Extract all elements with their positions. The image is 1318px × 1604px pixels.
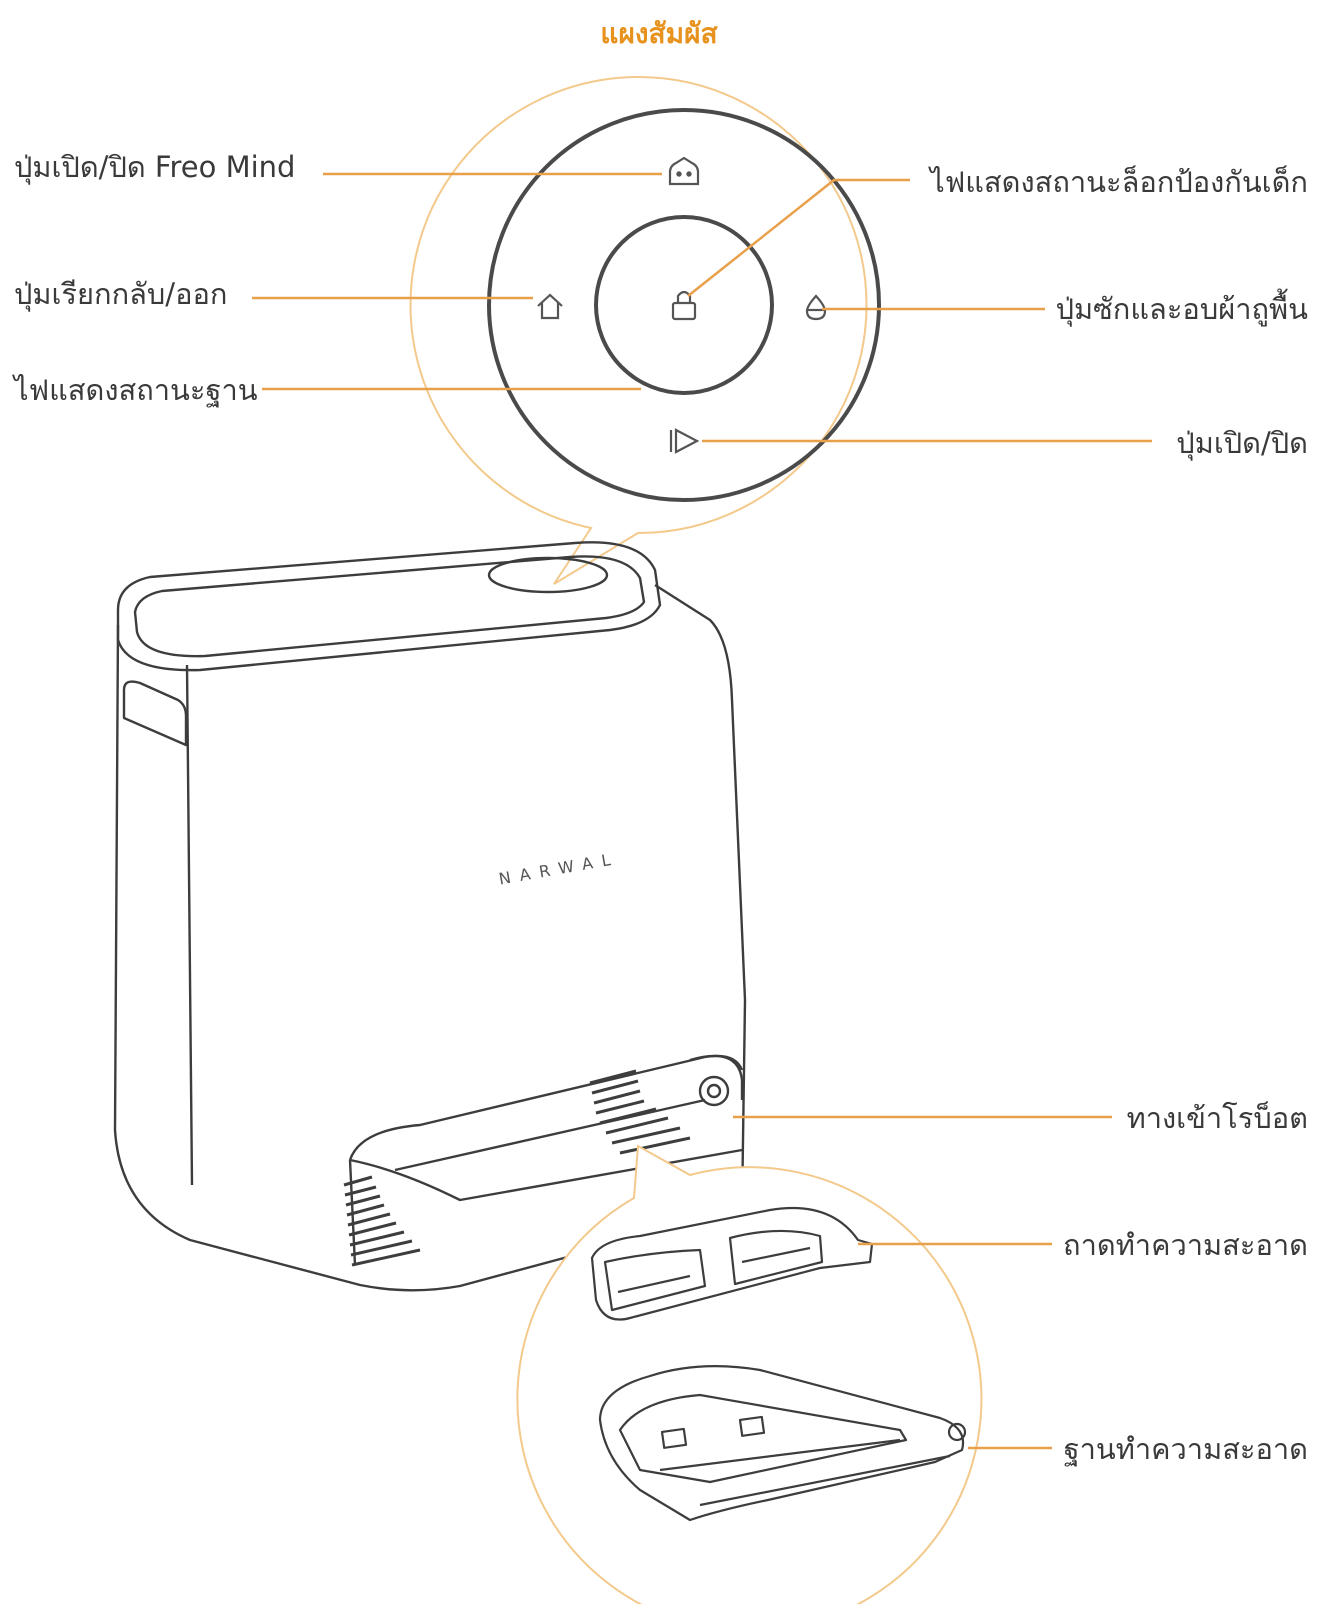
touch-panel-zoom-bubble [409,76,868,585]
home-icon [537,293,563,320]
vent-grille-left [343,1175,421,1267]
label-freo-mind-button: ปุ่มเปิด/ปิด Freo Mind [14,150,296,184]
vent-grille-right [589,1069,691,1155]
brand-logo-text: NARWAL [497,849,621,889]
label-child-lock-indicator: ไฟแสดงสถานะล็อกป้องกันเด็ก [930,165,1308,199]
label-recall-exit-button: ปุ่มเรียกกลับ/ออก [14,277,228,311]
station-callout-lines [733,1115,1112,1450]
label-robot-entrance: ทางเข้าโรบ็อต [1126,1101,1308,1135]
docking-station [113,541,747,1292]
cleaning-parts-zoom-bubble [516,1144,983,1604]
cleaning-tray [590,1206,874,1321]
label-cleaning-tray: ถาดทำความสะอาด [1063,1228,1308,1262]
mop-drop-icon [805,294,827,321]
cleaning-base [598,1365,967,1522]
page-title: แผงสัมผัส [600,17,718,50]
label-cleaning-base: ฐานทำความสะอาด [1063,1432,1308,1466]
freo-mind-icon [668,156,700,186]
touch-panel-rings [487,108,881,502]
label-station-status-light: ไฟแสดงสถานะฐาน [14,373,258,407]
label-mop-wash-dry-button: ปุ่มซักและอบผ้าถูพื้น [1055,292,1308,326]
touch-panel-callout-lines [252,172,1152,443]
power-play-icon [669,428,700,454]
label-power-button: ปุ่มเปิด/ปิด [1176,426,1308,460]
